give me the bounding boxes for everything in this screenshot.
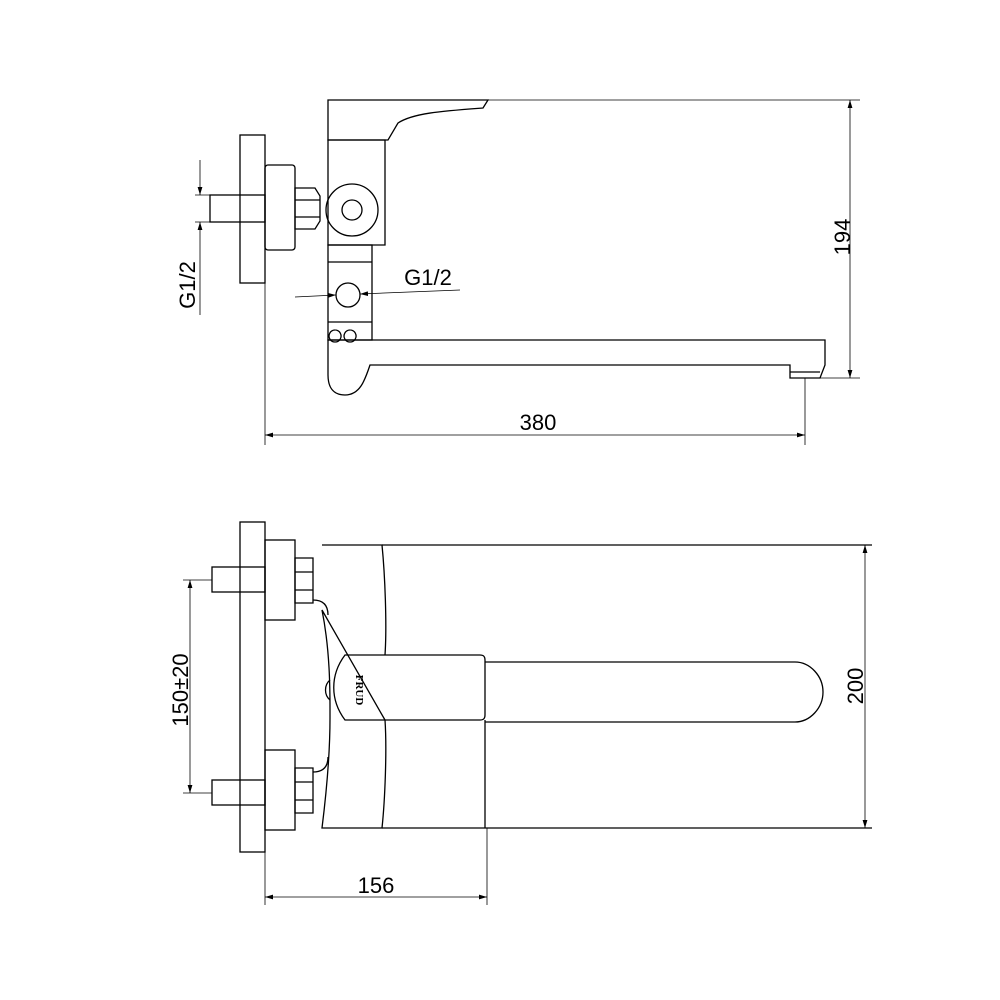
hex-nut-top [294,557,314,604]
dim-150: 150±20 [168,653,193,726]
thread-wall-label: G1/2 [175,261,200,309]
disc-center [341,199,363,221]
lever [327,99,490,141]
body [327,139,386,246]
hex-nut [294,187,321,230]
outlet-thread [335,282,361,308]
plate-bottom [264,749,296,831]
spout [327,339,826,396]
spout [485,661,824,723]
body [321,544,387,829]
lever [333,654,486,721]
connectors [312,599,329,773]
wall-pipe [209,194,266,223]
wall-pipe-top [211,566,266,593]
side-view: 194 380 G1/2 G1/2 [175,99,860,445]
dim-194: 194 [830,219,855,256]
brand-logo: FRUD [353,675,365,706]
outlet-column [327,244,373,341]
hex-nut-bottom [294,767,314,814]
thread-outlet-label: G1/2 [404,265,452,290]
cartridge-disc [325,183,379,237]
wall-pipe-bottom [211,779,266,806]
wall-flange [239,521,266,853]
dim-156: 156 [358,873,395,898]
column-grip [328,321,372,343]
top-view: FRUD 200 150±20 156 [168,521,872,905]
dim-380: 380 [520,410,557,435]
plate-top [264,539,296,621]
dim-200: 200 [843,668,868,705]
eccentric-plate [264,164,296,251]
wall-flange [239,134,266,284]
lever-pin [324,679,331,701]
